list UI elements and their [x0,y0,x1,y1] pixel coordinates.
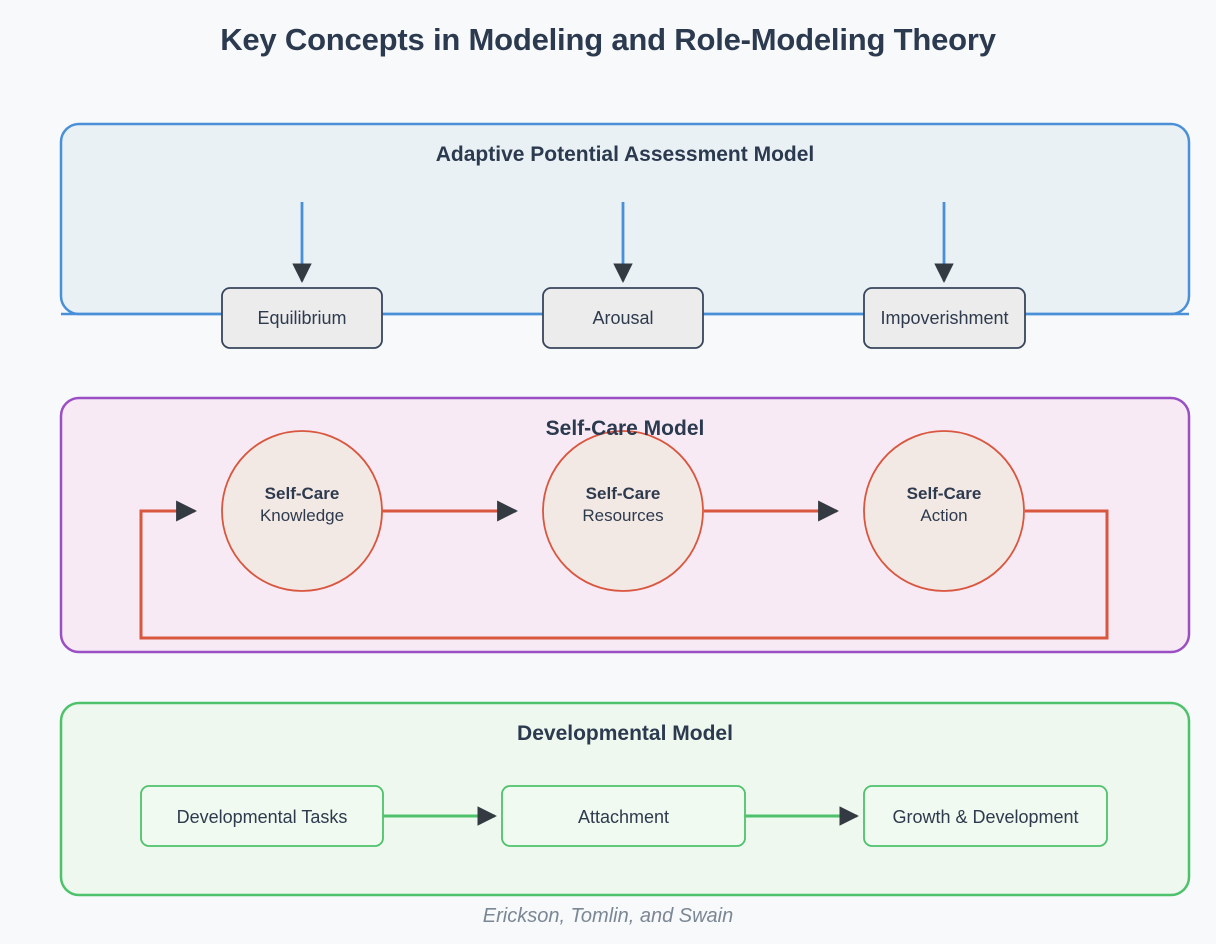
node-self-care-knowledge[interactable] [221,430,383,592]
cluster-self-care-model [59,396,1191,654]
cluster-title-developmental-model: Developmental Model [517,722,733,745]
node-label-self-care-action-line1: Self-Care [906,484,982,503]
node-label-equilibrium: Equilibrium [257,308,347,328]
node-label-impoverishment: Impoverishment [880,308,1009,328]
node-label-self-care-knowledge-line1: Self-Care [264,484,340,503]
cluster-title-self-care-model: Self-Care Model [545,417,705,440]
node-label-attachment: Attachment [577,807,670,827]
page-title: Key Concepts in Modeling and Role-Modeli… [220,22,996,57]
node-arousal[interactable] [542,287,704,349]
cluster-title-adaptive-potential-assessment-model: Adaptive Potential Assessment Model [435,143,815,166]
node-label-developmental-tasks: Developmental Tasks [176,807,348,827]
node-label-self-care-action-line2: Action [920,506,968,526]
node-label-self-care-resources: Self-Care Resources [543,483,703,527]
node-equilibrium[interactable] [221,287,383,349]
node-label-self-care-resources-line1: Self-Care [585,484,661,503]
node-label-self-care-knowledge: Self-Care Knowledge [222,483,382,527]
node-self-care-resources[interactable] [542,430,704,592]
node-growth-development[interactable] [863,785,1108,847]
node-label-arousal: Arousal [592,308,654,328]
node-label-self-care-action: Self-Care Action [864,483,1024,527]
node-label-self-care-knowledge-line2: Knowledge [259,506,345,526]
node-self-care-action[interactable] [863,430,1025,592]
cluster-developmental-model [59,701,1191,897]
node-label-self-care-resources-line2: Resources [582,506,664,526]
edge-self-care-action-to-knowledge-feedback [139,500,1109,640]
node-developmental-tasks[interactable] [140,785,384,847]
node-label-growth-development: Growth & Development [892,807,1079,827]
node-impoverishment[interactable] [863,287,1026,349]
footer-caption: Erickson, Tomlin, and Swain [482,905,734,927]
node-attachment[interactable] [501,785,746,847]
cluster-adaptive-potential-assessment-model [59,122,1191,349]
